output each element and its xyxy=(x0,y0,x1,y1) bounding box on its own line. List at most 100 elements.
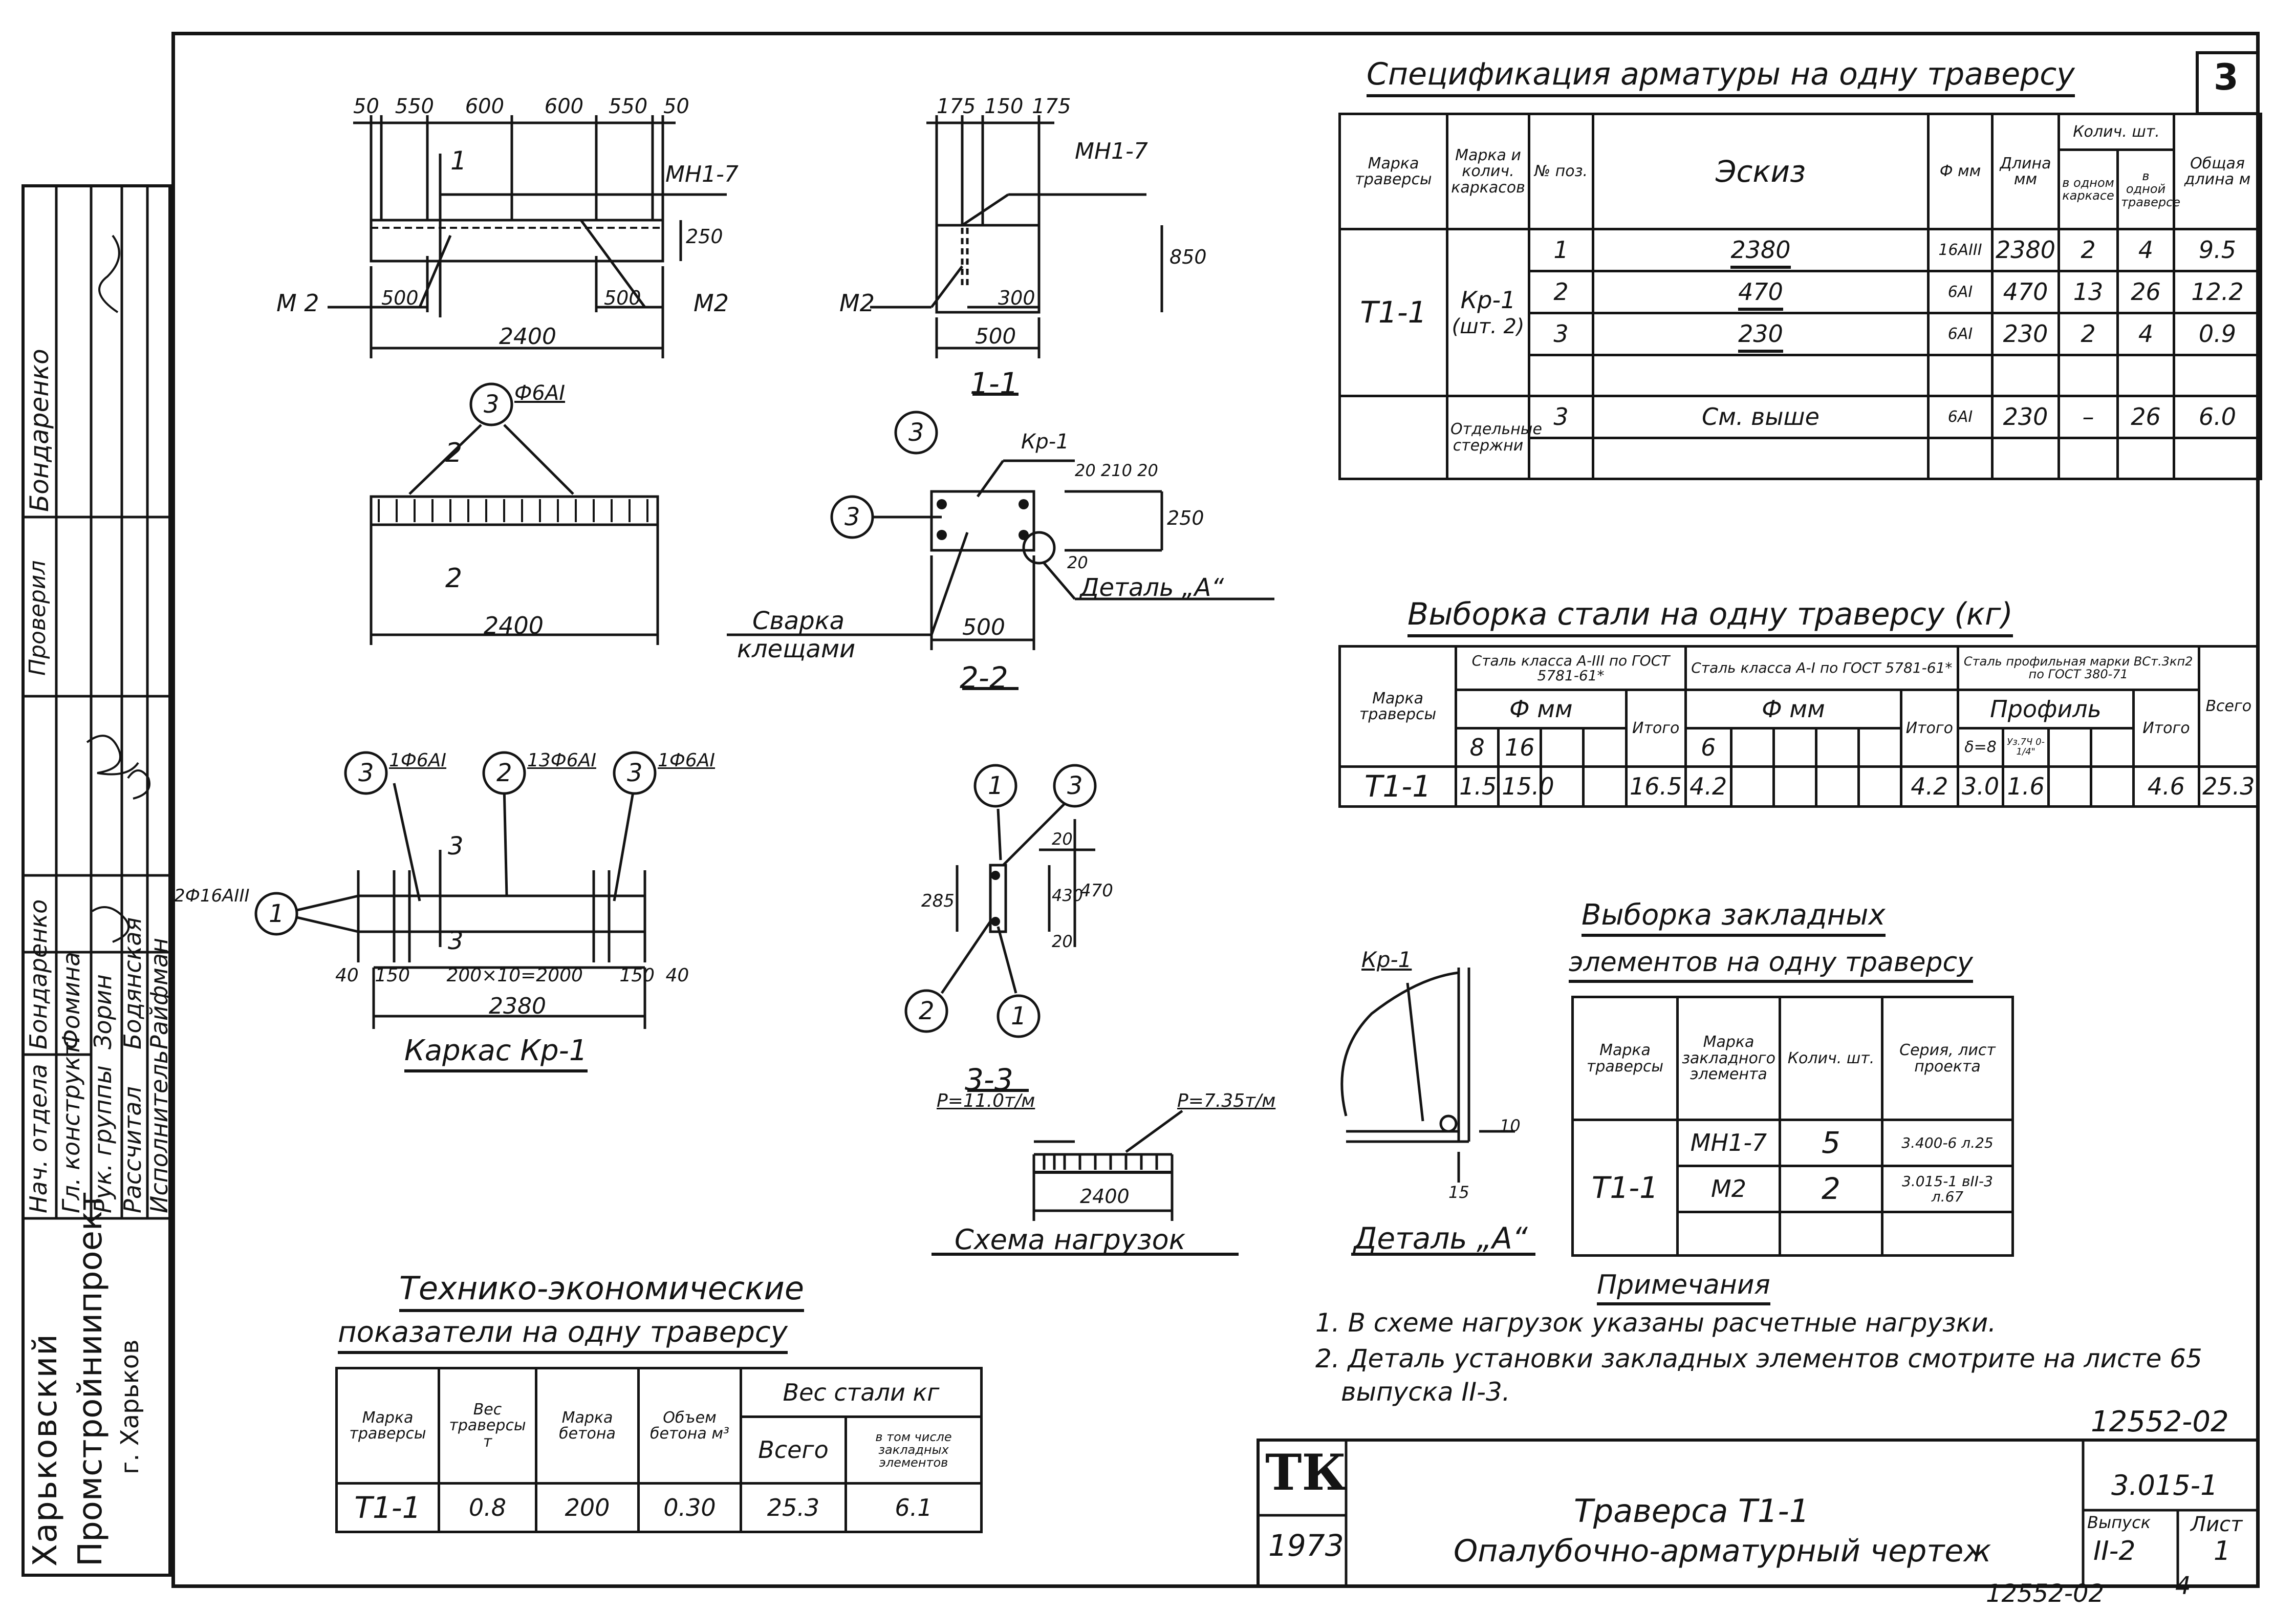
steel-h-c2: Сталь класса А-I по ГОСТ 5781-61* xyxy=(1684,645,1959,691)
tech-h-emb: в том числе закладных элементов xyxy=(844,1415,983,1485)
steel-empty xyxy=(1857,765,1902,808)
kr-label-mid: 13Ф6АI xyxy=(527,750,596,771)
spec-empty xyxy=(1338,395,1448,480)
spec-h-qty: Колич. шт. xyxy=(2057,113,2175,151)
notes-title: Примечания xyxy=(1597,1270,1770,1305)
spec-h-frame: Марка и колич. каркасов xyxy=(1446,113,1530,230)
steel-h-itogo1: Итого xyxy=(1624,689,1687,768)
archive-number-bottom: 12552-02 xyxy=(1986,1579,2105,1608)
emb-mark: Т1-1 xyxy=(1571,1119,1679,1257)
steel-it2: 4.2 xyxy=(1899,765,1959,808)
tech-h-weight: Вес траверсы т xyxy=(438,1367,537,1485)
spec-separate-label: Отдельные стержни xyxy=(1446,395,1542,480)
plan-callout-num: 3 xyxy=(484,390,500,419)
steel-empty xyxy=(1814,727,1860,768)
kr-section-mark-bottom: 3 xyxy=(448,927,464,955)
kr-label-left: 1Ф6АI xyxy=(389,750,447,771)
spec-dia: 6АI xyxy=(1927,312,1994,356)
spec-sketch-value: 470 xyxy=(1738,278,1783,311)
steel-h-c1: Сталь класса А-III по ГОСТ 5781-61* xyxy=(1455,645,1687,691)
load-span: 2400 xyxy=(1080,1185,1130,1208)
spec-sketch: 230 xyxy=(1592,312,1930,356)
side-stamp-grid xyxy=(21,184,171,1220)
section-1-1 xyxy=(935,224,1041,314)
spec-sketch-value: 2380 xyxy=(1730,236,1791,269)
spec-sketch-value: 230 xyxy=(1738,320,1783,353)
s22-weld-2: клещами xyxy=(737,635,856,663)
spec-dia: 16АIII xyxy=(1927,228,1994,272)
emb-series: 3.400-6 л.25 xyxy=(1881,1119,2014,1167)
title-issue-label: Выпуск xyxy=(2087,1513,2151,1532)
kr-callout-left: 3 xyxy=(358,759,374,787)
s22-width: 500 xyxy=(962,614,1005,640)
tech-h-volume: Объем бетона м³ xyxy=(637,1367,742,1485)
steel-empty xyxy=(1540,727,1585,768)
steel-it3: 4.6 xyxy=(2132,765,2200,808)
s33-d-top: 20 xyxy=(1052,829,1073,849)
spec-pos: 2 xyxy=(1528,270,1594,314)
steel-empty xyxy=(2090,727,2135,768)
spec-empty xyxy=(1927,437,1994,480)
spec-len: 2380 xyxy=(1991,228,2060,272)
kr-callout-mid: 2 xyxy=(496,759,512,787)
spec-empty xyxy=(1927,354,1994,397)
steel-empty xyxy=(1857,727,1902,768)
spec-pos: 1 xyxy=(1528,228,1594,272)
spec-pos: 3 xyxy=(1528,395,1594,439)
title-block xyxy=(1257,1439,2260,1588)
tech-mark: Т1-1 xyxy=(335,1482,440,1533)
spec-empty xyxy=(2057,354,2119,397)
tech-h-all: Всего xyxy=(740,1415,847,1485)
note-3: выпуска II-3. xyxy=(1341,1377,1510,1407)
front-view-beam xyxy=(370,219,664,263)
spec-h-total: Общая длина м xyxy=(2173,113,2262,230)
steel-h-itogo2: Итого xyxy=(1899,689,1959,768)
spec-h-dia: Ф мм xyxy=(1927,113,1994,230)
spec-tot: 6.0 xyxy=(2173,395,2262,439)
dim: 600 xyxy=(465,95,505,118)
side-stamp-frame xyxy=(21,184,171,1577)
spec-empty xyxy=(1528,437,1594,480)
dim: 40 xyxy=(665,965,689,986)
spec-h-len: Длина мм xyxy=(1991,113,2060,230)
steel-p2: 1.6 xyxy=(2002,765,2050,808)
s11-part-label: МН1-7 xyxy=(1075,138,1148,164)
emb-qty: 2 xyxy=(1779,1165,1883,1213)
detail-a-title: Деталь „А“ xyxy=(1354,1221,1528,1256)
emb-elem: МН1-7 xyxy=(1676,1119,1781,1167)
steel-empty xyxy=(1772,765,1817,808)
detail-a-dim-right: 10 xyxy=(1500,1116,1521,1135)
spec-tr: 4 xyxy=(2116,312,2175,356)
steel-table-title: Выборка стали на одну траверсу (кг) xyxy=(1407,596,2013,637)
s22-dim-side: 250 xyxy=(1167,507,1204,529)
s22-callout-left: 3 xyxy=(844,503,860,531)
steel-h-p2: Уз.7Ч 0-1/4" xyxy=(2002,727,2050,768)
emb-elem: М2 xyxy=(1676,1165,1781,1213)
note-2: 2. Деталь установки закладных элементов … xyxy=(1315,1344,2202,1373)
tech-title-1: Технико-экономические xyxy=(399,1270,804,1312)
tech-h-mark: Марка траверсы xyxy=(335,1367,440,1485)
emb-h-series: Серия, лист проекта xyxy=(1881,996,2014,1121)
title-name-1: Траверса Т1-1 xyxy=(1574,1492,1810,1530)
load-p-right: Р=7.35т/м xyxy=(1177,1090,1276,1111)
s22-dims-right: 20 210 20 xyxy=(1075,461,1158,480)
load-title: Схема нагрузок xyxy=(955,1223,1186,1256)
spec-frame-mark: Кр-1 xyxy=(1460,286,1516,314)
front-right-offset: 500 xyxy=(604,287,641,309)
sheet-frame xyxy=(171,32,2260,1588)
front-part-label-right: МН1-7 xyxy=(665,161,739,187)
title-issue: II-2 xyxy=(2093,1536,2136,1566)
spec-one: 2 xyxy=(2057,312,2119,356)
s11-title: 1-1 xyxy=(970,366,1019,401)
tech-title-2: показатели на одну траверсу xyxy=(338,1316,788,1354)
s33-callout-1: 1 xyxy=(988,771,1004,800)
dim: 150 xyxy=(984,95,1024,118)
s33-d-total: 470 xyxy=(1080,881,1113,901)
s22-title: 2-2 xyxy=(960,660,1008,695)
front-dims-top: 50 550 600 600 550 50 xyxy=(353,95,689,118)
steel-h-mark: Марка траверсы xyxy=(1338,645,1458,768)
tech-h-concrete: Марка бетона xyxy=(535,1367,640,1485)
steel-table: Марка траверсы Сталь класса А-III по ГОС… xyxy=(1338,645,2260,808)
s22-frame-label: Кр-1 xyxy=(1021,430,1069,454)
plan-section-mark-top: 2 xyxy=(445,438,463,468)
